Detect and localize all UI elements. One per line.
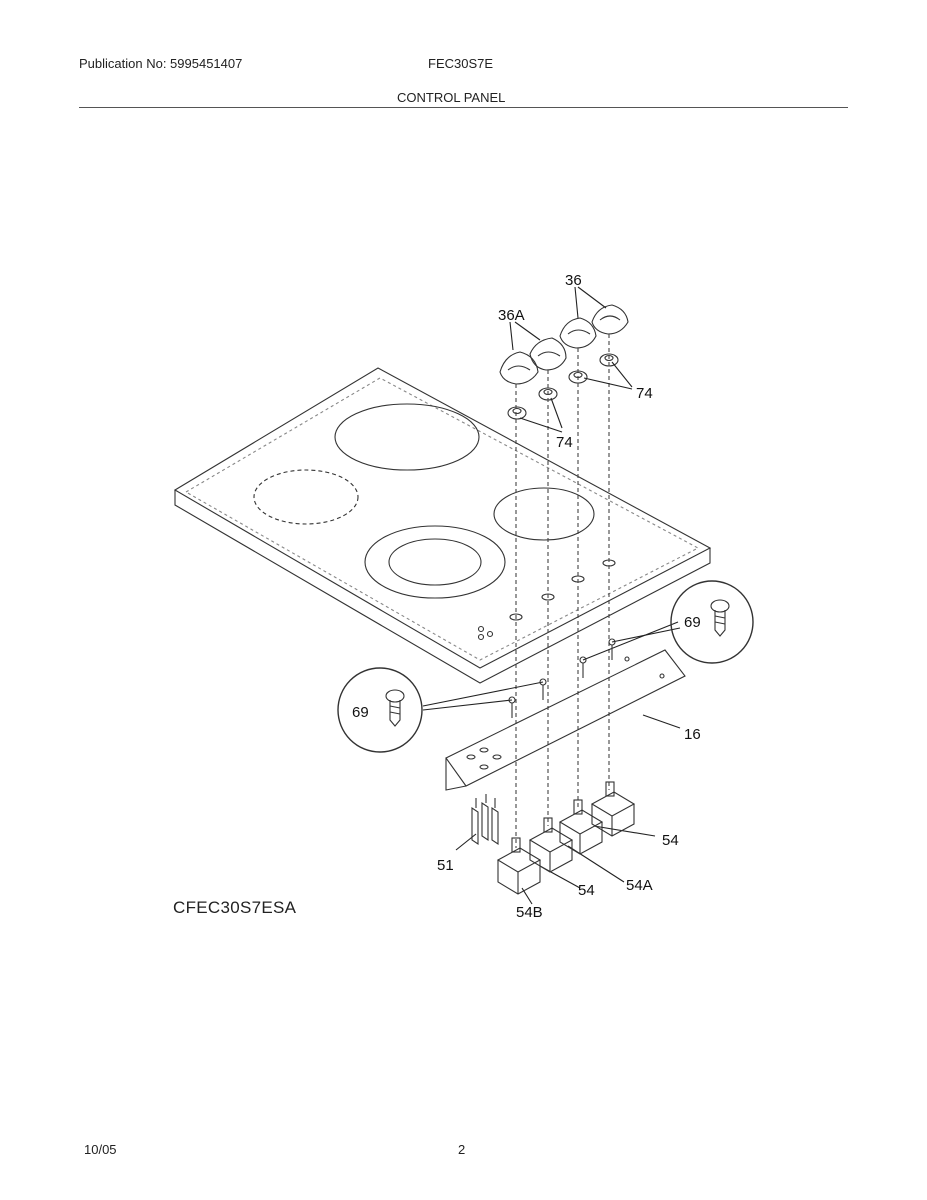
callout-54-front: 54 [578, 882, 595, 899]
control-bracket-16 [445, 649, 686, 791]
burner-rear-right [493, 487, 595, 541]
callout-69-right: 69 [684, 614, 701, 631]
callout-36: 36 [565, 272, 582, 289]
burner-rear-left [334, 403, 480, 471]
switch-54b [496, 837, 542, 895]
callout-54b: 54B [516, 904, 543, 921]
cooktop-glass [173, 367, 712, 684]
switch-54-rear [590, 781, 636, 837]
model-number: FEC30S7E [428, 56, 494, 71]
screw-69-detail-right [670, 580, 754, 664]
callout-51: 51 [437, 857, 454, 874]
burner-front-right-outer [364, 525, 506, 599]
switch-54-front [528, 817, 574, 873]
knob-holes [477, 559, 616, 641]
footer-date: 10/05 [84, 1142, 117, 1157]
callout-69-left: 69 [352, 704, 369, 721]
alignment-lines [515, 334, 610, 848]
callout-54-rear: 54 [662, 832, 679, 849]
header-divider [79, 107, 848, 108]
publication-number: Publication No: 5995451407 [79, 56, 243, 71]
diagram-model-code: CFEC30S7ESA [173, 898, 297, 917]
burner-front-left [253, 469, 359, 525]
burner-front-right-inner [388, 538, 482, 586]
screw-69-detail-left [337, 667, 423, 753]
callout-54a: 54A [626, 877, 653, 894]
callout-74-right: 74 [636, 385, 653, 402]
bezel-74 [507, 353, 619, 420]
section-title: CONTROL PANEL [397, 90, 506, 105]
knob-36a [499, 337, 567, 385]
page-number: 2 [458, 1142, 466, 1157]
callout-74-left: 74 [556, 434, 573, 451]
switch-54a [558, 799, 604, 855]
bracket-screws [508, 638, 616, 718]
callout-16: 16 [684, 726, 701, 743]
terminal-block-51 [471, 794, 499, 846]
callout-36a: 36A [498, 307, 525, 324]
burner-elements [253, 403, 595, 599]
knob-36 [559, 304, 629, 349]
